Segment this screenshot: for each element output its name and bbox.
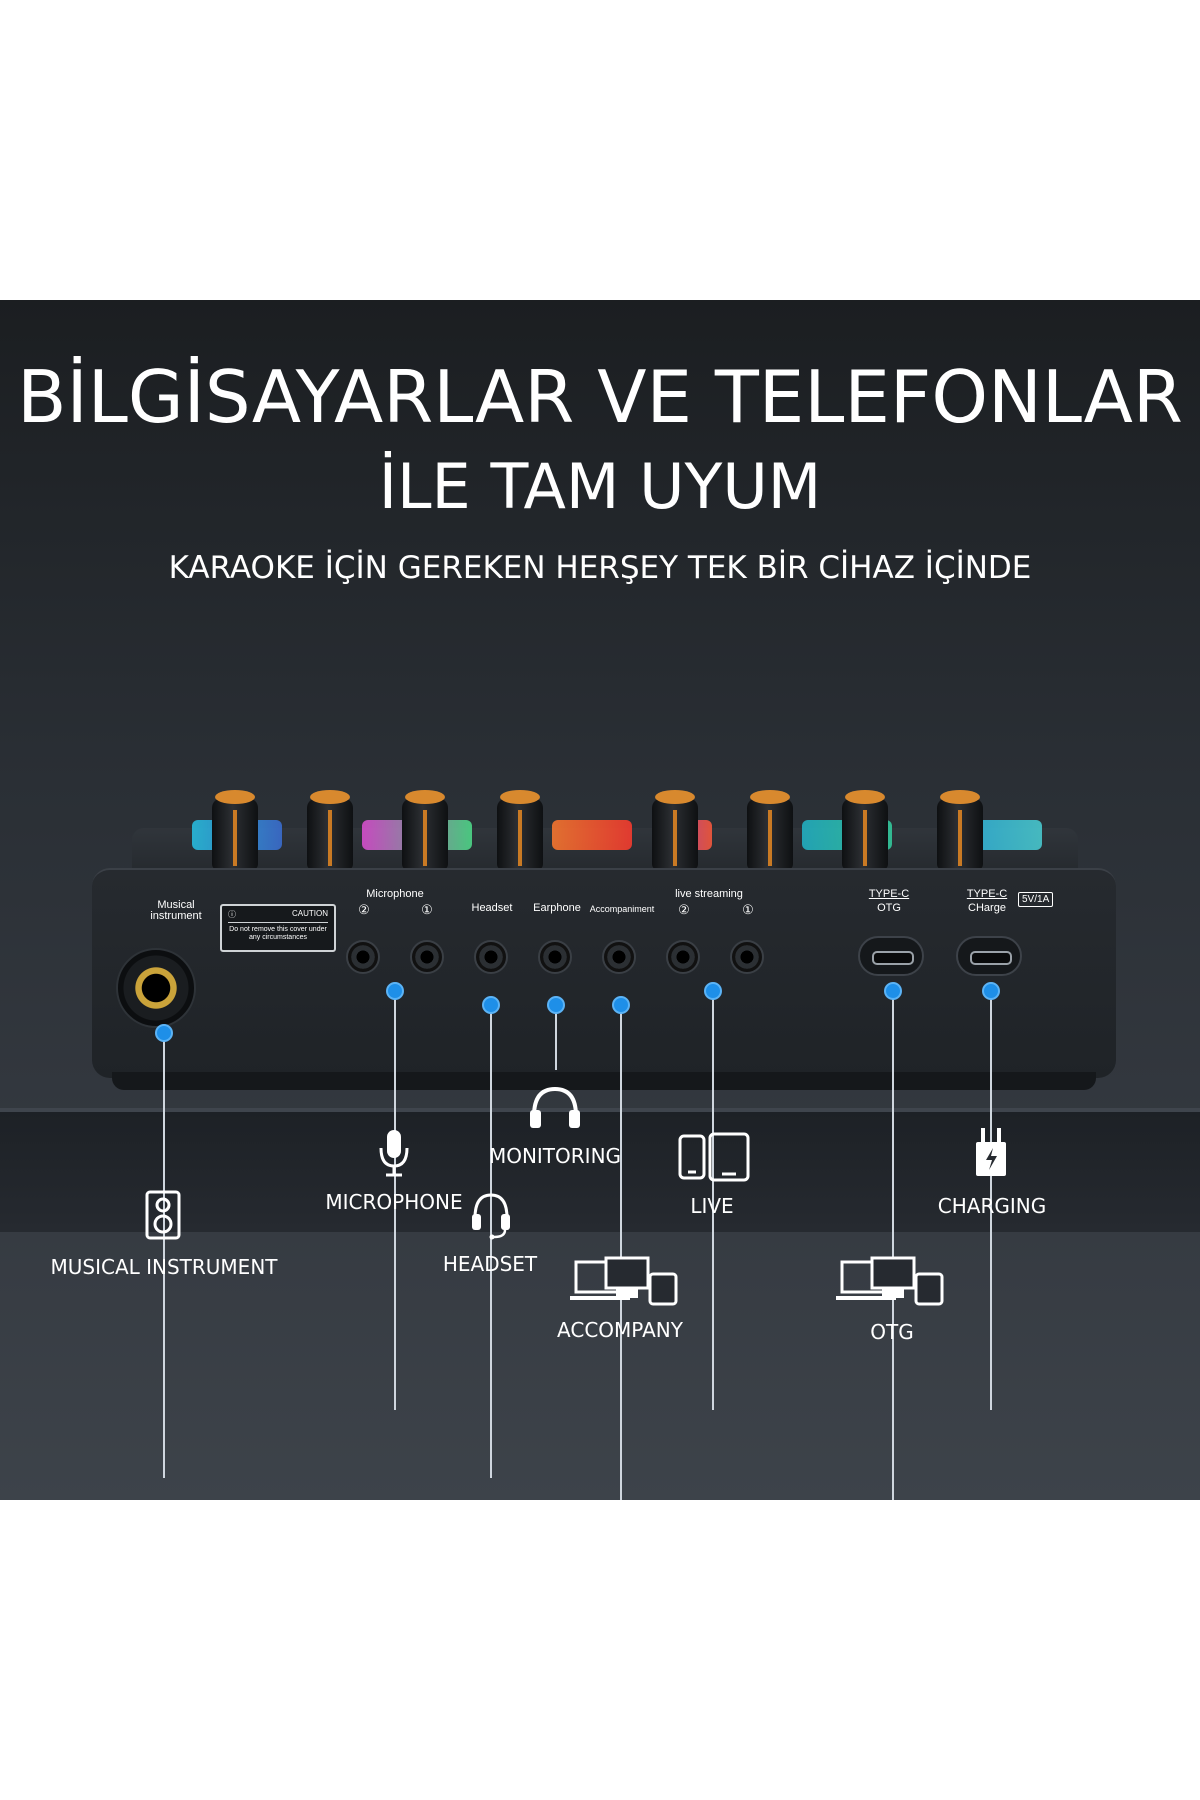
instrument-jack[interactable] [116, 948, 196, 1028]
callout-label-otg: OTG [870, 1320, 914, 1344]
label-accompaniment: Accompaniment [589, 904, 655, 914]
callout-label-live: LIVE [690, 1194, 734, 1218]
caution-info-icon: ⓘ [228, 910, 236, 919]
callout-label-headset: HEADSET [442, 1252, 538, 1276]
label-live-2: ② [678, 902, 690, 917]
knob-4[interactable] [497, 790, 543, 870]
accompaniment-jack[interactable] [602, 940, 636, 974]
callout-label-monitoring: MONITORING [488, 1144, 622, 1168]
callout-line-instrument [163, 1032, 165, 1478]
knob-7[interactable] [842, 790, 888, 870]
callout-line-monitoring [555, 1004, 557, 1070]
label-live-1: ① [742, 902, 754, 917]
callout-dot-headset [482, 996, 500, 1014]
sound-card-device: Musical instrument ⓘ CAUTION Do not remov… [92, 790, 1116, 1090]
callout-line-otg [892, 990, 894, 1500]
floor-edge [0, 1108, 1200, 1114]
knob-6[interactable] [747, 790, 793, 870]
live-streaming-jack-2[interactable] [666, 940, 700, 974]
label-mic-1: ① [421, 902, 433, 917]
headline-subtitle: KARAOKE İÇİN GEREKEN HERŞEY TEK BİR CİHA… [168, 550, 1032, 586]
callout-dot-instrument [155, 1024, 173, 1042]
label-typec-charge-top: TYPE-C [966, 888, 1008, 900]
phone-tablet-icon [678, 1132, 750, 1182]
charge-spec-badge: 5V/1A [1018, 892, 1054, 907]
label-mic-2: ② [358, 902, 370, 917]
label-live-streaming: live streaming [675, 888, 743, 900]
label-typec-charge-bottom: CHarge [968, 902, 1006, 914]
knob-2[interactable] [307, 790, 353, 870]
callout-line-charging [990, 990, 992, 1410]
knob-5[interactable] [652, 790, 698, 870]
microphone-jack-1[interactable] [410, 940, 444, 974]
typec-otg-port[interactable] [858, 936, 924, 976]
callout-line-headset [490, 1004, 492, 1478]
microphone-icon [379, 1130, 409, 1177]
knob-8[interactable] [937, 790, 983, 870]
caution-sticker: ⓘ CAUTION Do not remove this cover under … [220, 904, 336, 952]
devices-icon [570, 1256, 678, 1306]
headline-line-2: İLE TAM UYUM [378, 450, 822, 523]
caution-text: Do not remove this cover under any circu… [229, 926, 327, 941]
callout-dot-otg [884, 982, 902, 1000]
charger-icon [976, 1128, 1006, 1176]
headline-line-1: BİLGİSAYARLAR VE TELEFONLAR [17, 355, 1183, 439]
label-typec-otg-top: TYPE-C [868, 888, 910, 900]
callout-dot-microphone [386, 982, 404, 1000]
label-microphone: Microphone [366, 888, 424, 900]
earphone-jack[interactable] [538, 940, 572, 974]
device-rear-panel: Musical instrument ⓘ CAUTION Do not remov… [92, 868, 1116, 1078]
live-streaming-jack-1[interactable] [730, 940, 764, 974]
label-earphone: Earphone [533, 902, 581, 914]
label-headset: Headset [471, 902, 513, 914]
headset-icon [472, 1193, 510, 1240]
callout-line-accompany [620, 1004, 622, 1500]
callout-dot-accompany [612, 996, 630, 1014]
callout-label-accompany: ACCOMPANY [557, 1318, 683, 1342]
product-banner: BİLGİSAYARLAR VE TELEFONLAR İLE TAM UYUM… [0, 300, 1200, 1500]
callout-dot-monitoring [547, 996, 565, 1014]
devices-icon [836, 1256, 944, 1306]
callout-label-microphone: MICROPHONE [325, 1190, 463, 1214]
device-base [112, 1072, 1096, 1090]
headphones-icon [530, 1086, 580, 1128]
typec-charge-port[interactable] [956, 936, 1022, 976]
label-musical-instrument: Musical instrument [150, 899, 202, 922]
microphone-jack-2[interactable] [346, 940, 380, 974]
caution-title: CAUTION [292, 909, 328, 918]
headset-jack[interactable] [474, 940, 508, 974]
knob-3[interactable] [402, 790, 448, 870]
callout-line-microphone [394, 990, 396, 1410]
callout-dot-charging [982, 982, 1000, 1000]
callout-dot-live [704, 982, 722, 1000]
callout-label-charging: CHARGING [937, 1194, 1047, 1218]
rgb-glow-3 [552, 820, 632, 850]
callout-line-live [712, 990, 714, 1410]
knob-1[interactable] [212, 790, 258, 870]
callout-label-musical-instrument: MUSICAL INSTRUMENT [50, 1255, 278, 1279]
speaker-icon [145, 1190, 181, 1240]
label-typec-otg-bottom: OTG [877, 902, 901, 914]
